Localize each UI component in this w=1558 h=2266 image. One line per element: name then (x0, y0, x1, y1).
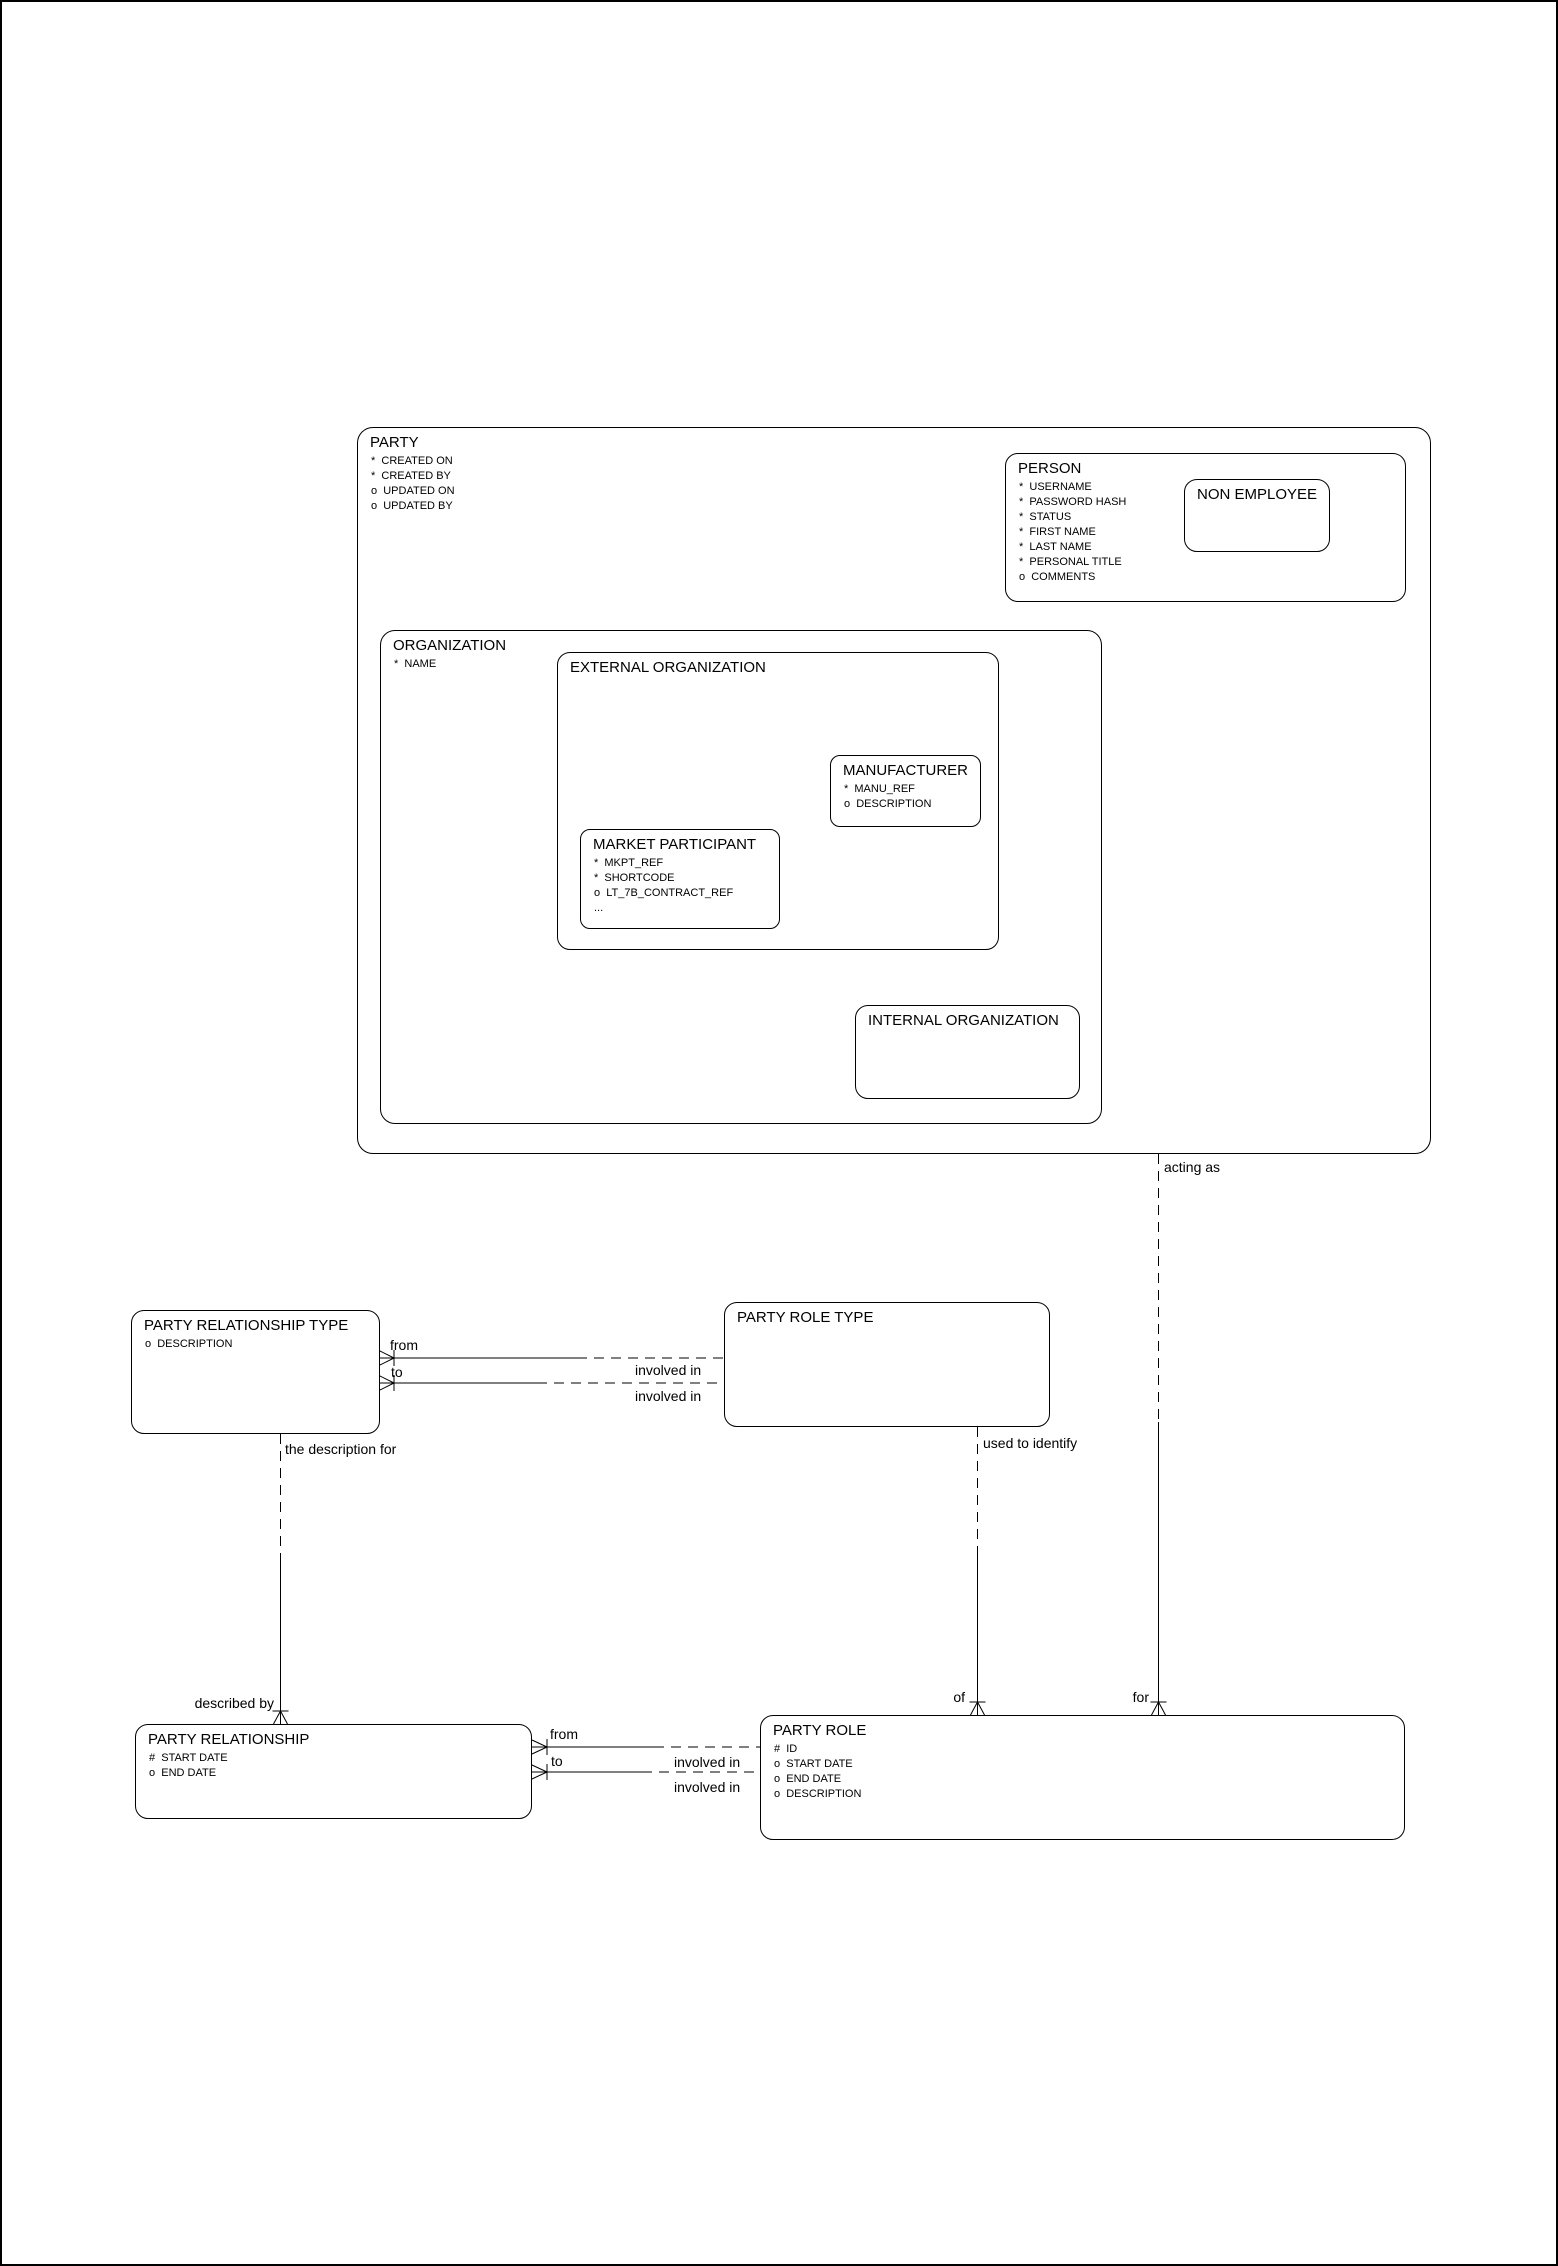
relationship-label-used-to-identify: used to identify (983, 1435, 1078, 1451)
relationship-label-described-by: described by (194, 1695, 274, 1711)
entity-title: ORGANIZATION (393, 637, 507, 654)
attribute-list: * NAME (394, 657, 1101, 672)
entity-attribute: * LAST NAME (1019, 541, 1092, 553)
attribute-list: * MKPT_REF * SHORTCODE o LT_7B_CONTRACT_… (594, 856, 779, 916)
entity-attribute: * SHORTCODE (594, 872, 675, 884)
entity-title: PARTY ROLE TYPE (737, 1309, 874, 1326)
entity-attribute: * MANU_REF (844, 783, 915, 795)
entity-attribute: # ID (774, 1743, 798, 1755)
attribute-list: * MANU_REF o DESCRIPTION (844, 782, 980, 812)
entity-party-role[interactable]: PARTY ROLE # ID o START DATE o END DATE … (760, 1715, 1405, 1840)
entity-title: PERSON (1018, 460, 1082, 477)
attribute-list: # START DATE o END DATE (149, 1751, 531, 1781)
relationship-label-rel-involved-in-1: involved in (674, 1754, 741, 1770)
entity-attribute: ... (594, 902, 604, 914)
entity-attribute: o END DATE (149, 1767, 217, 1779)
entity-organization[interactable]: ORGANIZATION * NAME (380, 630, 1102, 1124)
relationship-label-for: for (1132, 1689, 1149, 1705)
entity-attribute: * CREATED ON (371, 455, 453, 467)
attribute-list: o DESCRIPTION (145, 1337, 379, 1352)
entity-title: PARTY ROLE (773, 1722, 867, 1739)
entity-internal-organization[interactable]: INTERNAL ORGANIZATION (855, 1005, 1080, 1099)
relationship-label-rel-to: to (551, 1753, 563, 1769)
entity-attribute: * USERNAME (1019, 481, 1092, 493)
relationship-label-type-to: to (391, 1364, 403, 1380)
entity-attribute: * CREATED BY (371, 470, 451, 482)
entity-attribute: o DESCRIPTION (844, 798, 932, 810)
relationship-label-of: of (953, 1689, 965, 1705)
relationship-label-rel-involved-in-2: involved in (674, 1779, 741, 1795)
entity-party-role-type[interactable]: PARTY ROLE TYPE (724, 1302, 1050, 1427)
entity-title: INTERNAL ORGANIZATION (868, 1012, 1059, 1029)
entity-attribute: o LT_7B_CONTRACT_REF (594, 887, 734, 899)
entity-attribute: o END DATE (774, 1773, 842, 1785)
line-acting-as-for (1150, 1154, 1167, 1716)
entity-external-organization[interactable]: EXTERNAL ORGANIZATION (557, 652, 999, 950)
entity-title: PARTY (370, 434, 419, 451)
entity-attribute: * FIRST NAME (1019, 526, 1096, 538)
entity-person[interactable]: PERSON * USERNAME * PASSWORD HASH * STAT… (1005, 453, 1406, 602)
entity-non-employee[interactable]: NON EMPLOYEE (1184, 479, 1330, 552)
line-description-for-described-by (272, 1434, 289, 1725)
entity-title: PARTY RELATIONSHIP TYPE (144, 1317, 349, 1334)
entity-attribute: o UPDATED BY (371, 500, 453, 512)
entity-party[interactable]: PARTY * CREATED ON * CREATED BY o UPDATE… (357, 427, 1431, 1154)
entity-attribute: o DESCRIPTION (145, 1338, 233, 1350)
entity-market-participant[interactable]: MARKET PARTICIPANT * MKPT_REF * SHORTCOD… (580, 829, 780, 929)
relationship-label-the-description-for: the description for (285, 1441, 397, 1457)
relationship-label-type-involved-in-1: involved in (635, 1362, 702, 1378)
attribute-list: * CREATED ON * CREATED BY o UPDATED ON o… (371, 454, 1430, 514)
entity-manufacturer[interactable]: MANUFACTURER * MANU_REF o DESCRIPTION (830, 755, 981, 827)
entity-title: MARKET PARTICIPANT (593, 836, 757, 853)
entity-attribute: o UPDATED ON (371, 485, 455, 497)
entity-title: PARTY RELATIONSHIP (148, 1731, 310, 1748)
entity-title: NON EMPLOYEE (1197, 486, 1318, 503)
entity-attribute: * PERSONAL TITLE (1019, 556, 1122, 568)
attribute-list: # ID o START DATE o END DATE o DESCRIPTI… (774, 1742, 1404, 1802)
relationship-label-acting-as: acting as (1164, 1159, 1221, 1175)
entity-title: MANUFACTURER (843, 762, 969, 779)
entity-attribute: * PASSWORD HASH (1019, 496, 1127, 508)
entity-title: EXTERNAL ORGANIZATION (570, 659, 766, 676)
entity-attribute: o DESCRIPTION (774, 1788, 862, 1800)
entity-attribute: * STATUS (1019, 511, 1072, 523)
line-used-to-identify-of (969, 1427, 986, 1716)
relationship-label-type-involved-in-2: involved in (635, 1388, 702, 1404)
entity-attribute: * NAME (394, 658, 437, 670)
entity-attribute: o COMMENTS (1019, 571, 1096, 583)
relationship-label-rel-from: from (550, 1726, 578, 1742)
entity-attribute: o START DATE (774, 1758, 853, 1770)
entity-party-relationship-type[interactable]: PARTY RELATIONSHIP TYPE o DESCRIPTION (131, 1310, 380, 1434)
entity-attribute: * MKPT_REF (594, 857, 664, 869)
relationship-label-type-from: from (390, 1337, 418, 1353)
attribute-list: * USERNAME * PASSWORD HASH * STATUS * FI… (1019, 480, 1405, 585)
entity-attribute: # START DATE (149, 1752, 228, 1764)
entity-party-relationship[interactable]: PARTY RELATIONSHIP # START DATE o END DA… (135, 1724, 532, 1819)
